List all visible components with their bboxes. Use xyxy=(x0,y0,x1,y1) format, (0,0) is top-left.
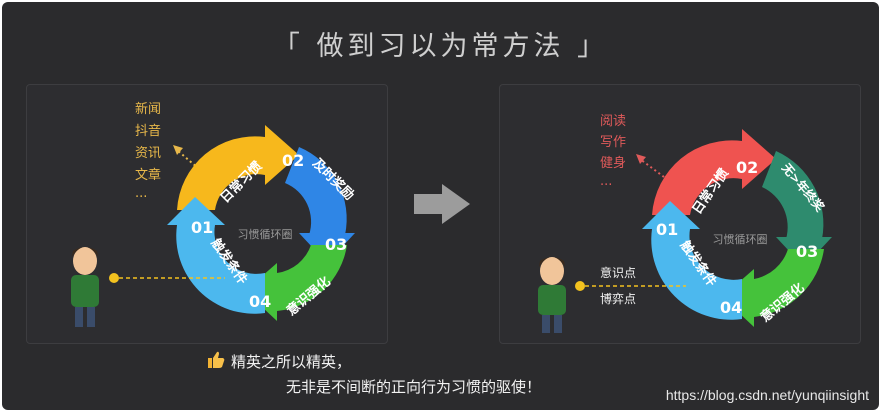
input-item: 阅读 xyxy=(600,114,626,129)
point-label: 意识点 xyxy=(600,265,636,280)
slide: 「 做到习以为常方法 」 新闻 抖音 资讯 文章 ... 习 xyxy=(2,2,879,410)
ring-segment-reward xyxy=(762,151,824,239)
segment-arrow-icon xyxy=(642,201,700,229)
connector-dot xyxy=(109,273,119,283)
ring-segment-reinforce xyxy=(277,245,347,311)
left-panel: 新闻 抖音 资讯 文章 ... 习惯循环圈 02 日常习惯 及时奖励 xyxy=(26,84,388,344)
segment-number: 04 xyxy=(249,292,271,311)
right-panel: 阅读 写作 健身 ... 习惯循环圈 02 日常习惯 无>年终奖 03 04 xyxy=(499,84,861,344)
connector-dot xyxy=(575,281,585,291)
footer-line-1: 精英之所以精英， xyxy=(231,353,352,371)
person-avatar xyxy=(538,257,566,333)
segment-number: 04 xyxy=(720,298,742,317)
ring-segment-habit xyxy=(652,140,742,215)
ring-segment-reinforce xyxy=(754,249,824,317)
watermark: https://blog.csdn.net/yunqiinsight xyxy=(665,387,869,403)
arrow-head-icon xyxy=(173,145,183,155)
right-diagram: 阅读 写作 健身 ... 习惯循环圈 02 日常习惯 无>年终奖 03 04 xyxy=(538,114,832,333)
habit-loop-ring xyxy=(167,125,355,321)
footer-line-2: 无非是不间断的正向行为习惯的驱使！ xyxy=(286,378,542,396)
dotted-arrow xyxy=(639,158,665,178)
ring-segment-trigger xyxy=(651,229,742,320)
segment-number: 02 xyxy=(282,151,304,170)
segment-number: 01 xyxy=(656,220,678,239)
segment-number: 03 xyxy=(796,242,818,261)
segment-arrow-icon xyxy=(265,125,299,185)
input-item: 新闻 xyxy=(135,101,161,117)
input-item: ... xyxy=(135,186,147,201)
ring-segment-habit xyxy=(177,136,265,210)
ring-segment-trigger xyxy=(176,225,265,314)
input-item: 文章 xyxy=(135,167,161,183)
person-avatar xyxy=(71,247,99,327)
transition-arrow-icon xyxy=(414,184,470,224)
input-item: ... xyxy=(600,174,612,189)
segment-number: 03 xyxy=(325,235,347,254)
segment-number: 02 xyxy=(736,158,758,177)
input-item: 健身 xyxy=(600,155,626,171)
habit-loop-ring xyxy=(642,129,832,327)
loop-center-label: 习惯循环圈 xyxy=(713,232,768,246)
segment-arrow-icon xyxy=(742,129,776,189)
input-item: 资讯 xyxy=(135,146,161,161)
segment-arrow-icon xyxy=(167,197,225,225)
thumbs-up-icon xyxy=(208,351,225,368)
input-item: 抖音 xyxy=(135,123,161,139)
segment-number: 01 xyxy=(191,218,213,237)
loop-center-label: 习惯循环圈 xyxy=(238,227,293,241)
slide-title: 「 做到习以为常方法 」 xyxy=(272,31,609,62)
arrow-head-icon xyxy=(636,154,646,164)
point-label: 博弈点 xyxy=(600,291,636,306)
ring-segment-reward xyxy=(285,147,347,235)
left-diagram: 新闻 抖音 资讯 文章 ... 习惯循环圈 02 日常习惯 及时奖励 xyxy=(71,101,357,327)
input-item: 写作 xyxy=(600,135,626,150)
